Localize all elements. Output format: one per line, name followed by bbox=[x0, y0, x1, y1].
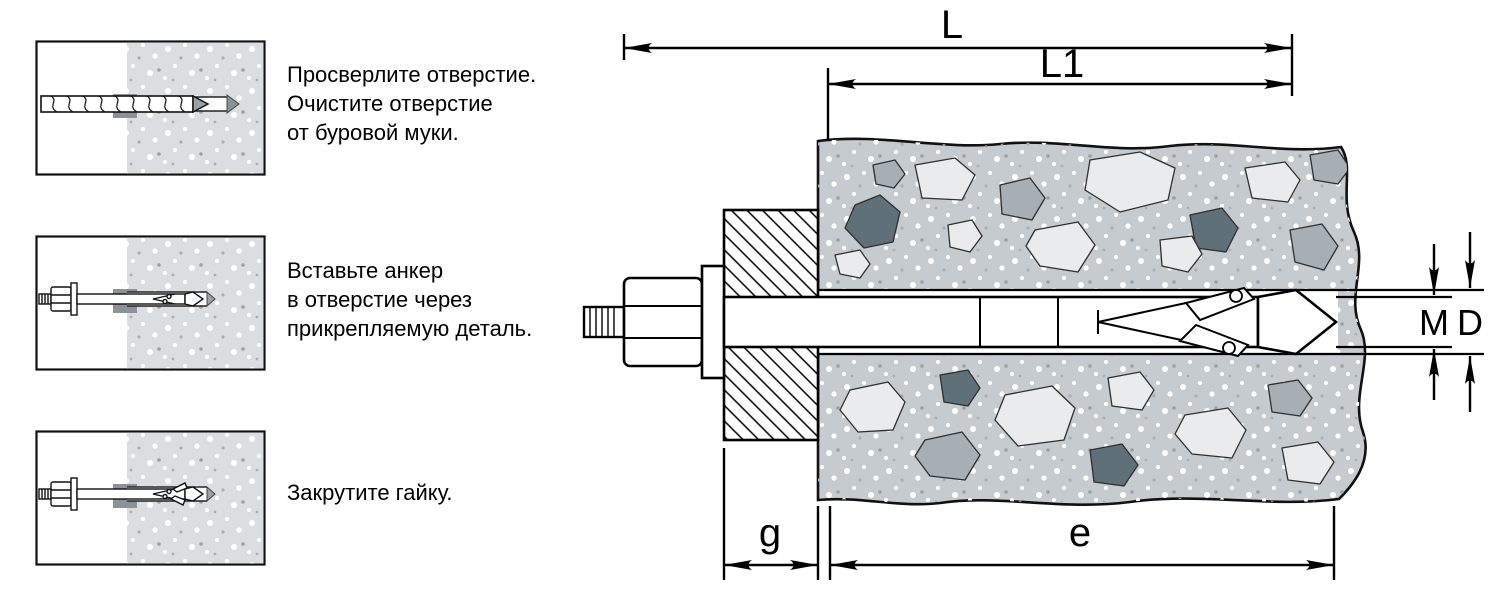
washer bbox=[700, 264, 726, 380]
dim-label-M: M bbox=[1419, 302, 1449, 343]
mini-anchor bbox=[38, 282, 205, 316]
hex-nut bbox=[622, 276, 704, 368]
dimension-D: D bbox=[1457, 232, 1483, 412]
step-3-text: Закрутите гайку. bbox=[287, 480, 453, 505]
mini-anchor-expanded bbox=[38, 477, 205, 511]
clip-rivet-bottom bbox=[1222, 341, 1236, 355]
dim-label-D: D bbox=[1457, 302, 1483, 343]
hole-end-cap bbox=[226, 94, 240, 114]
dimension-L: L bbox=[622, 3, 1294, 96]
step-2-text: Вставьте анкер в отверстие через прикреп… bbox=[287, 258, 533, 342]
step-2-figure bbox=[35, 235, 266, 371]
thread-stub bbox=[582, 305, 626, 339]
expansion-clip bbox=[1097, 286, 1256, 358]
hole-end-cap bbox=[206, 290, 216, 308]
hole-end-cap bbox=[206, 485, 216, 503]
drill-bit bbox=[40, 94, 210, 114]
nut-tightened-icon bbox=[35, 430, 266, 566]
cone-tip bbox=[1256, 288, 1339, 356]
dimension-g: g bbox=[722, 448, 820, 580]
dim-label-L: L bbox=[941, 3, 963, 47]
anchor-inserted-icon bbox=[35, 235, 266, 371]
dim-label-e: e bbox=[1069, 511, 1091, 555]
dimension-M: M bbox=[1419, 244, 1449, 400]
dimension-L1: L1 bbox=[826, 42, 1292, 140]
dim-label-L1: L1 bbox=[1040, 42, 1085, 86]
dim-label-g: g bbox=[759, 511, 781, 555]
step-3-figure bbox=[35, 430, 266, 566]
clip-rivet-top bbox=[1229, 289, 1243, 303]
step-1-text: Просверлите отверстие. Очистите отверсти… bbox=[287, 62, 537, 146]
clip-wing-bottom bbox=[169, 495, 186, 506]
step-1-figure bbox=[35, 40, 266, 176]
anchor-installation-diagram: L L1 g e M bbox=[582, 3, 1484, 580]
drill-tip bbox=[192, 94, 210, 114]
dimension-e: e bbox=[828, 506, 1336, 580]
anchor-shaft bbox=[722, 295, 1260, 349]
drill-in-hole-icon bbox=[35, 40, 266, 176]
